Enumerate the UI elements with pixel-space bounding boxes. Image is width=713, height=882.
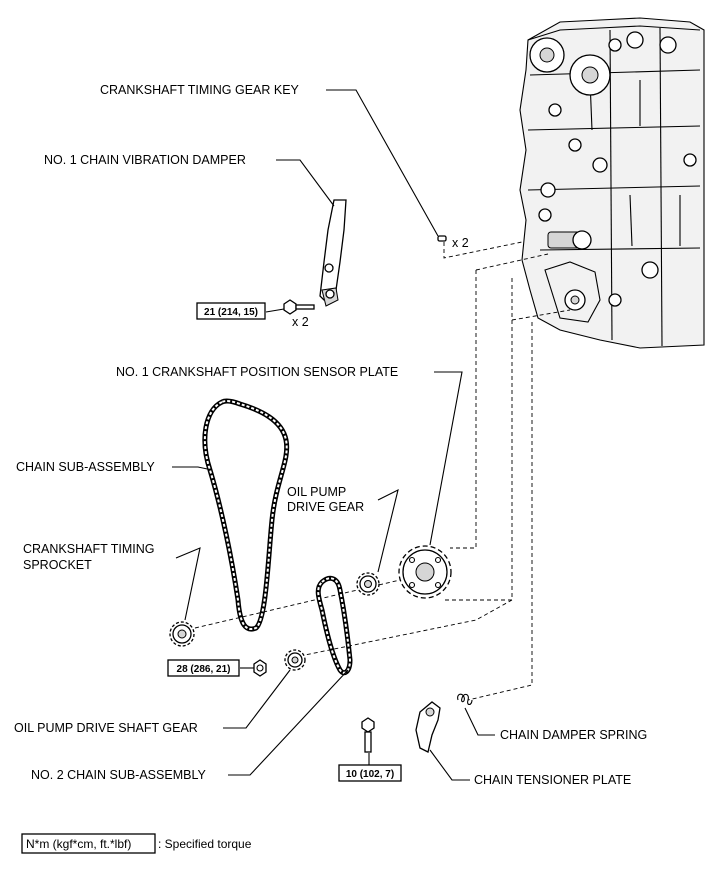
no2-chain-sub-assembly-label: NO. 2 CHAIN SUB-ASSEMBLY: [31, 768, 206, 782]
chain-tensioner-plate-label: CHAIN TENSIONER PLATE: [474, 773, 631, 787]
torque-box-sprocket-nut: 28 (286, 21): [167, 659, 240, 677]
oil-pump-drive-gear-label-line2: DRIVE GEAR: [287, 500, 364, 514]
torque-box-tensioner-bolt: 10 (102, 7): [338, 764, 402, 782]
chain-damper-spring-part: [457, 693, 473, 706]
crankshaft-timing-sprocket-label-line2: SPROCKET: [23, 558, 92, 572]
no1-crankshaft-position-sensor-plate-label: NO. 1 CRANKSHAFT POSITION SENSOR PLATE: [116, 365, 398, 379]
crankshaft-timing-sprocket-label-line1: CRANKSHAFT TIMING: [23, 542, 155, 556]
crankshaft-timing-gear-key-part: [437, 235, 447, 242]
no1-chain-vibration-damper-label: NO. 1 CHAIN VIBRATION DAMPER: [44, 153, 246, 167]
key-count-label: x 2: [452, 236, 469, 250]
torque-sprocket-nut-value: 28 (286, 21): [177, 664, 231, 675]
torque-tensioner-bolt-value: 10 (102, 7): [346, 769, 394, 780]
crankshaft-position-sensor-plate-part: [398, 545, 452, 599]
oil-pump-drive-shaft-gear-label: OIL PUMP DRIVE SHAFT GEAR: [14, 721, 198, 735]
damper-bolt-count-label: x 2: [292, 315, 309, 329]
crankshaft-timing-sprocket-part: [169, 621, 195, 647]
torque-legend: N*m (kgf*cm, ft.*lbf) : Specified torque: [21, 833, 252, 854]
chain-sub-assembly-part: [202, 398, 290, 632]
crankshaft-timing-gear-key-label: CRANKSHAFT TIMING GEAR KEY: [100, 83, 300, 97]
oil-pump-drive-shaft-gear-part: [284, 649, 306, 671]
sprocket-nut-part: [253, 659, 267, 677]
torque-damper-bolt-value: 21 (214, 15): [204, 307, 258, 318]
leader-lines: [172, 89, 495, 781]
torque-box-damper-bolt: 21 (214, 15): [196, 302, 266, 320]
chain-sub-assembly-label: CHAIN SUB-ASSEMBLY: [16, 460, 155, 474]
chain-vibration-damper-part: [283, 199, 347, 315]
alignment-lines: [194, 241, 571, 701]
chain-tensioner-plate-part: [361, 701, 441, 753]
legend-unit: N*m (kgf*cm, ft.*lbf): [26, 837, 131, 851]
oil-pump-drive-gear-part: [356, 572, 380, 596]
chain-damper-spring-label: CHAIN DAMPER SPRING: [500, 728, 647, 742]
oil-pump-drive-gear-label-line1: OIL PUMP: [287, 485, 346, 499]
engine-block: [519, 17, 705, 349]
legend-description: : Specified torque: [158, 837, 252, 851]
